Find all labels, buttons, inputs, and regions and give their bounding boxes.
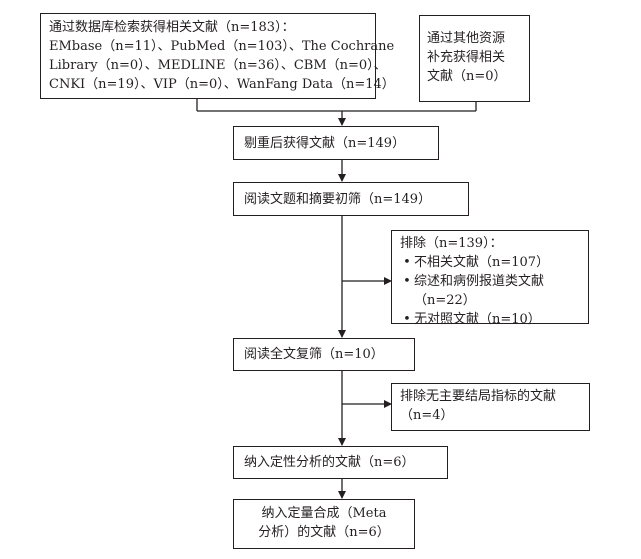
quantitative-line-2: 分析）的文献（n=6） — [258, 525, 390, 540]
excluded-item-reviews: •综述和病例报道类文献 — [400, 272, 580, 291]
title-abstract-screening-box: 阅读文题和摘要初筛（n=149） — [233, 182, 469, 216]
other-sources-line-3: 文献（n=0） — [427, 69, 507, 84]
excluded-first-title: 排除（n=139）： — [400, 236, 503, 251]
bullet-icon: • — [403, 255, 411, 270]
other-sources-line-2: 补充获得相关 — [427, 50, 506, 65]
quantitative-line-1: 纳入定量合成（Meta — [261, 506, 387, 521]
excluded-second-box: 排除无主要结局指标的文献 （n=4） — [391, 383, 590, 431]
excluded-item-reviews-count: （n=22） — [414, 293, 476, 308]
full-text-screening-box: 阅读全文复筛（n=10） — [233, 338, 415, 371]
db-search-line-4: CNKI（n=19）、VIP（n=0）、WanFang Data（n=14） — [49, 77, 395, 92]
excluded-item-no-control: •无对照文献（n=10） — [400, 310, 580, 329]
other-sources-box: 通过其他资源 补充获得相关 文献（n=0） — [419, 15, 530, 102]
db-search-line-3: Library（n=0）、MEDLINE（n=36）、CBM（n=0）、 — [49, 58, 387, 73]
excluded-item-irrelevant: •不相关文献（n=107） — [400, 253, 580, 272]
excluded-first-box: 排除（n=139）： •不相关文献（n=107） •综述和病例报道类文献 （n=… — [391, 230, 589, 327]
qualitative-analysis-box: 纳入定性分析的文献（n=6） — [233, 446, 448, 479]
full-text-screening-label: 阅读全文复筛（n=10） — [244, 347, 384, 362]
title-abstract-screening-label: 阅读文题和摘要初筛（n=149） — [244, 192, 432, 207]
excluded-second-line-2: （n=4） — [400, 408, 454, 423]
other-sources-line-1: 通过其他资源 — [427, 31, 506, 46]
bullet-icon: • — [403, 274, 411, 289]
quantitative-synthesis-box: 纳入定量合成（Meta 分析）的文献（n=6） — [233, 499, 415, 549]
qualitative-analysis-label: 纳入定性分析的文献（n=6） — [244, 455, 415, 470]
after-dedup-box: 剔重后获得文献（n=149） — [233, 126, 439, 160]
db-search-line-1: 通过数据库检索获得相关文献（n=183）： — [49, 20, 295, 35]
db-search-line-2: EMbase（n=11）、PubMed（n=103）、The Cochrane — [49, 39, 395, 54]
bullet-icon: • — [403, 312, 411, 327]
after-dedup-label: 剔重后获得文献（n=149） — [244, 136, 406, 151]
database-search-box: 通过数据库检索获得相关文献（n=183）： EMbase（n=11）、PubMe… — [40, 13, 395, 99]
excluded-second-line-1: 排除无主要结局指标的文献 — [400, 389, 557, 404]
